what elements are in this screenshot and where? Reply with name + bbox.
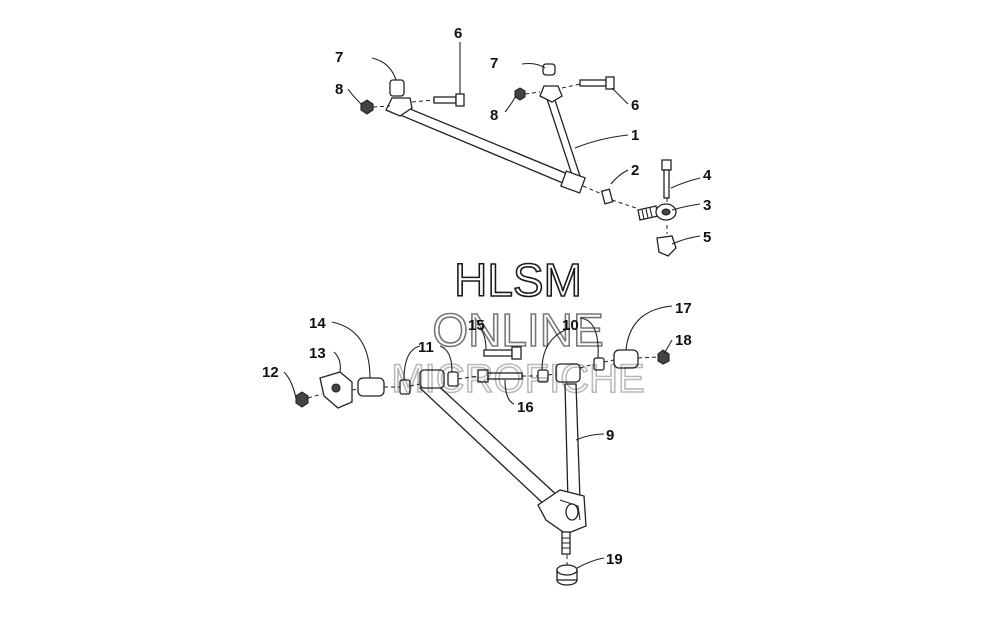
cap-5 bbox=[656, 235, 677, 257]
bushing-7-left bbox=[389, 79, 405, 97]
callout-7-right: 7 bbox=[490, 55, 498, 72]
upper-arm-long-tube bbox=[392, 103, 576, 187]
callout-18: 18 bbox=[675, 332, 692, 349]
nut-8-left bbox=[360, 99, 374, 115]
rod-end-3 bbox=[637, 203, 677, 221]
upper-arm-short-tube bbox=[545, 93, 581, 179]
callout-14: 14 bbox=[309, 315, 326, 332]
callout-10: 10 bbox=[562, 317, 579, 334]
bolt-6-right bbox=[579, 76, 615, 90]
callout-13: 13 bbox=[309, 345, 326, 362]
upper-left-bracket bbox=[385, 97, 413, 117]
callout-5: 5 bbox=[703, 229, 711, 246]
bolt-6-left bbox=[433, 93, 465, 107]
callout-6-left: 6 bbox=[454, 25, 462, 42]
callout-9: 9 bbox=[606, 427, 614, 444]
callouts-upper: 1 2 3 4 5 6 6 7 7 8 8 bbox=[335, 25, 712, 246]
watermark: HLSM ONLINE MICROFICHE bbox=[391, 253, 646, 402]
lower-front-pivot-right bbox=[555, 363, 581, 383]
castle-nut-19 bbox=[556, 564, 578, 586]
upper-a-arm-assembly bbox=[347, 42, 701, 257]
callout-8-right: 8 bbox=[490, 107, 498, 124]
callout-1: 1 bbox=[631, 127, 639, 144]
callout-12: 12 bbox=[262, 364, 279, 381]
nut-18 bbox=[657, 349, 670, 365]
lower-front-pivot-left bbox=[419, 369, 445, 389]
nut-12 bbox=[295, 391, 309, 408]
callout-17: 17 bbox=[675, 300, 692, 317]
watermark-line1: HLSM bbox=[454, 254, 582, 306]
callout-6-right: 6 bbox=[631, 97, 639, 114]
bolt-15 bbox=[483, 346, 522, 360]
callout-19: 19 bbox=[606, 551, 623, 568]
bushing-7-right bbox=[542, 63, 556, 76]
watermark-line2: ONLINE bbox=[432, 304, 603, 356]
callout-11: 11 bbox=[418, 339, 434, 356]
lower-arm-short-tube bbox=[564, 383, 581, 503]
callout-4: 4 bbox=[703, 167, 712, 184]
lower-ball-joint-housing bbox=[537, 489, 587, 555]
callout-16: 16 bbox=[517, 399, 534, 416]
callout-15: 15 bbox=[468, 317, 485, 334]
callout-7-left: 7 bbox=[335, 49, 343, 66]
watermark-line3: MICROFICHE bbox=[391, 357, 644, 401]
callout-8-left: 8 bbox=[335, 81, 343, 98]
callout-2: 2 bbox=[631, 162, 639, 179]
spacer-2 bbox=[600, 188, 614, 205]
callout-3: 3 bbox=[703, 197, 711, 214]
upper-right-bracket bbox=[539, 85, 563, 103]
callouts-lower: 9 10 11 12 13 14 15 16 17 18 19 bbox=[262, 300, 692, 568]
bushing-14 bbox=[357, 377, 385, 397]
nut-8-right bbox=[514, 87, 526, 101]
upper-arm-end-sleeve bbox=[560, 170, 586, 194]
bolt-4 bbox=[661, 159, 672, 199]
lower-a-arm-assembly bbox=[283, 305, 673, 586]
